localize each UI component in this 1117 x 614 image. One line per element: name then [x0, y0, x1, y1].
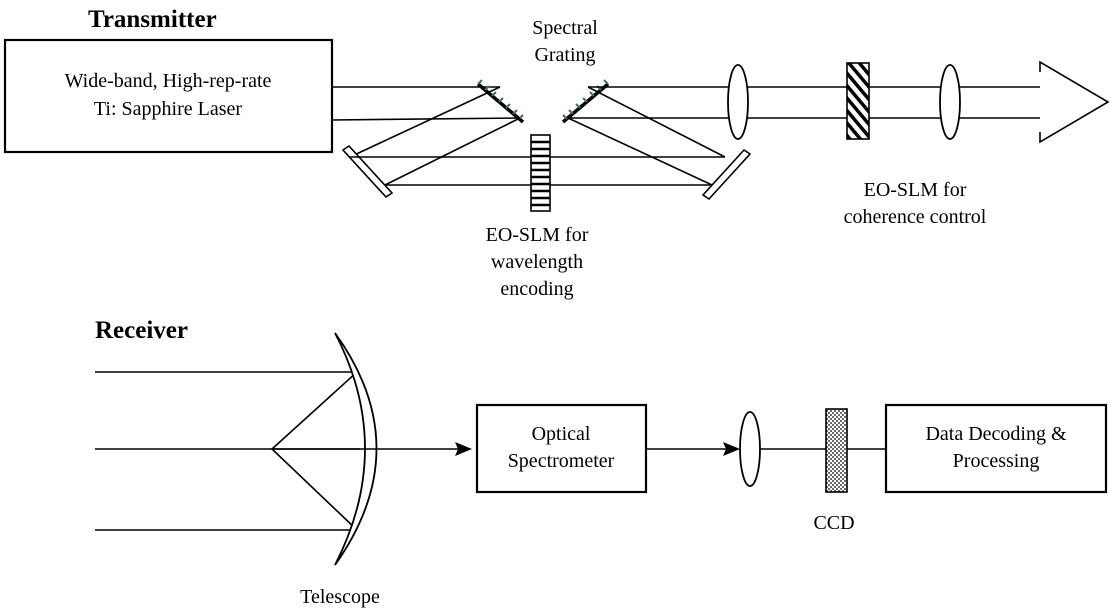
transmitted-beams: [568, 86, 1040, 119]
dispersed-beams-right: [567, 86, 726, 186]
decoder-box: [884, 403, 1108, 494]
telescope-mirror: [334, 332, 378, 566]
telescope-to-spectrometer-arrowhead: [455, 442, 472, 456]
slm-coherence-label-line2: coherence control: [844, 206, 987, 228]
mirror-right: [701, 148, 752, 201]
laser-source: Wide-band, High-rep-rate Ti: Sapphire La…: [3, 38, 334, 154]
laser-box: [3, 38, 334, 154]
slm-wavelength-label-line3: encoding: [500, 278, 573, 300]
grating-left: [476, 79, 525, 124]
spectrometer-label-line1: Optical: [532, 423, 591, 445]
slm-wavelength-encoder: [530, 134, 551, 212]
spectrometer-label-line2: Spectrometer: [508, 450, 615, 472]
telescope-label: Telescope: [300, 586, 380, 608]
spectrometer-output-arrowhead: [723, 442, 740, 456]
grating-right: [561, 79, 610, 124]
laser-label-line2: Ti: Sapphire Laser: [94, 98, 242, 120]
transmitter-title: Transmitter: [88, 6, 217, 33]
receiver-title: Receiver: [95, 317, 188, 344]
grating-label-line1: Spectral: [532, 17, 598, 39]
transmit-lens-2: [939, 64, 961, 140]
output-beam-arrowhead: [1039, 60, 1110, 144]
laser-label-line1: Wide-band, High-rep-rate: [65, 70, 272, 92]
slm-coherence-label-line1: EO-SLM for: [864, 179, 967, 201]
grating-label-line2: Grating: [534, 44, 595, 66]
receiver-lens: [739, 411, 761, 487]
decoder-label-line2: Processing: [953, 450, 1040, 472]
incoming-beams: [95, 371, 360, 531]
dispersed-beams-left: [349, 86, 521, 186]
ccd-detector: [825, 408, 848, 493]
telescope-focus-rays: [271, 371, 358, 531]
data-processing-unit: Data Decoding & Processing: [884, 403, 1108, 494]
mirror-left: [341, 144, 394, 199]
slm-wavelength-label-line2: wavelength: [491, 251, 583, 273]
laser-output-beams: [331, 86, 521, 121]
transmit-lens-1: [727, 64, 749, 140]
ccd-label: CCD: [813, 512, 854, 534]
slm-coherence-control: [846, 62, 870, 140]
optical-spectrometer: Optical Spectrometer: [475, 403, 648, 494]
spectrometer-box: [475, 403, 648, 494]
slm-wavelength-label-line1: EO-SLM for: [486, 224, 589, 246]
decoder-label-line1: Data Decoding &: [925, 423, 1067, 445]
